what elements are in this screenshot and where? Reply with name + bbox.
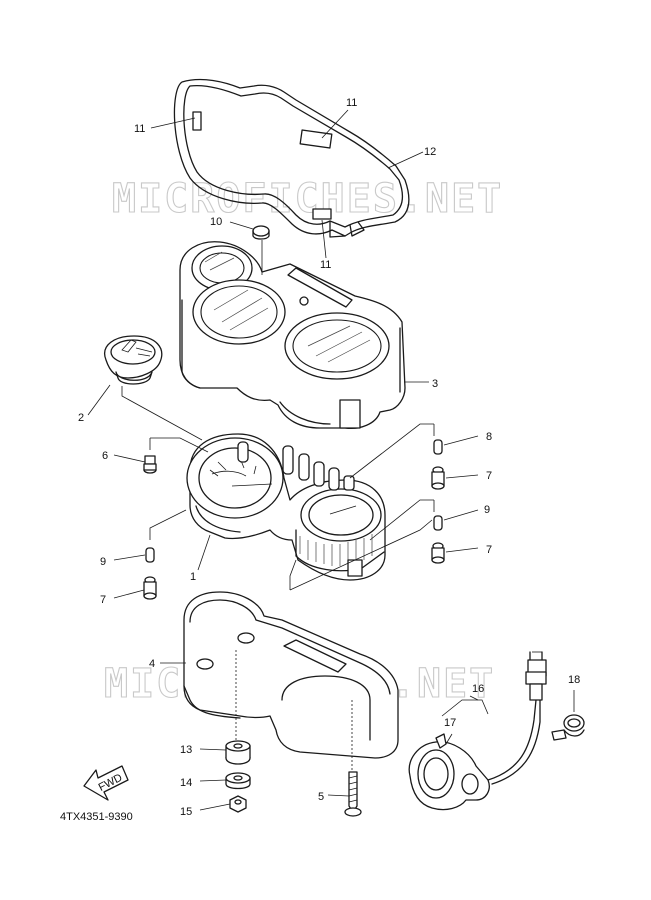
callout-1: 1: [190, 571, 196, 583]
callout-11-top: 11: [346, 97, 357, 109]
screw-5: [344, 771, 362, 817]
callout-12: 12: [424, 146, 436, 158]
bulb-socket-7-right-lower: [431, 542, 445, 564]
callout-4: 4: [149, 658, 155, 670]
meter-assembly-1: [186, 433, 386, 581]
callout-13: 13: [180, 744, 192, 756]
bulb-socket-7-right-upper: [431, 466, 445, 490]
callout-9-right: 9: [484, 504, 490, 516]
nut-15: [229, 795, 247, 813]
grommet-13: [225, 740, 251, 765]
callout-7-left: 7: [100, 594, 106, 606]
bulb-9-left: [145, 547, 155, 563]
callout-18: 18: [568, 674, 580, 686]
bulb-9-right: [433, 515, 443, 531]
callout-2: 2: [78, 412, 84, 424]
spacer-pads-11: [192, 111, 333, 220]
callout-17: 17: [444, 717, 456, 729]
callout-3: 3: [432, 378, 438, 390]
meter-case-lower: [183, 591, 399, 772]
screw-6: [143, 455, 157, 474]
callout-14: 14: [180, 777, 192, 789]
callout-7-right-upper: 7: [486, 470, 492, 482]
callout-7-right-lower: 7: [486, 544, 492, 556]
callout-6: 6: [102, 450, 108, 462]
callout-10: 10: [210, 216, 222, 228]
meter-cover-band: [173, 78, 410, 238]
cap-10: [252, 225, 270, 240]
sensor-assembly-16: [408, 651, 547, 811]
callout-9-left: 9: [100, 556, 106, 568]
leader-lines: [87, 109, 575, 811]
meter-case-upper: [179, 241, 406, 430]
callout-15: 15: [180, 806, 192, 818]
clamp-18: [551, 714, 585, 741]
indicator-cap-2: [104, 335, 163, 385]
fwd-label: FWD: [97, 772, 125, 794]
callout-8: 8: [486, 431, 492, 443]
watermark-top: MICROFICHES.NET: [112, 176, 503, 222]
callout-5: 5: [318, 791, 324, 803]
callout-16: 16: [472, 683, 484, 695]
collar-14: [225, 772, 251, 790]
diagram-code: 4TX4351-9390: [60, 811, 133, 823]
callout-11-left: 11: [134, 123, 145, 135]
bulb-8: [433, 439, 443, 455]
fwd-arrow-icon: FWD: [83, 765, 129, 801]
callout-11-bottom: 11: [320, 259, 331, 271]
bulb-socket-7-left: [143, 576, 157, 600]
callouts: 11 11 12 10 11 3 2 8 6 7 9 9 7 7 1 4 16 …: [78, 97, 580, 818]
